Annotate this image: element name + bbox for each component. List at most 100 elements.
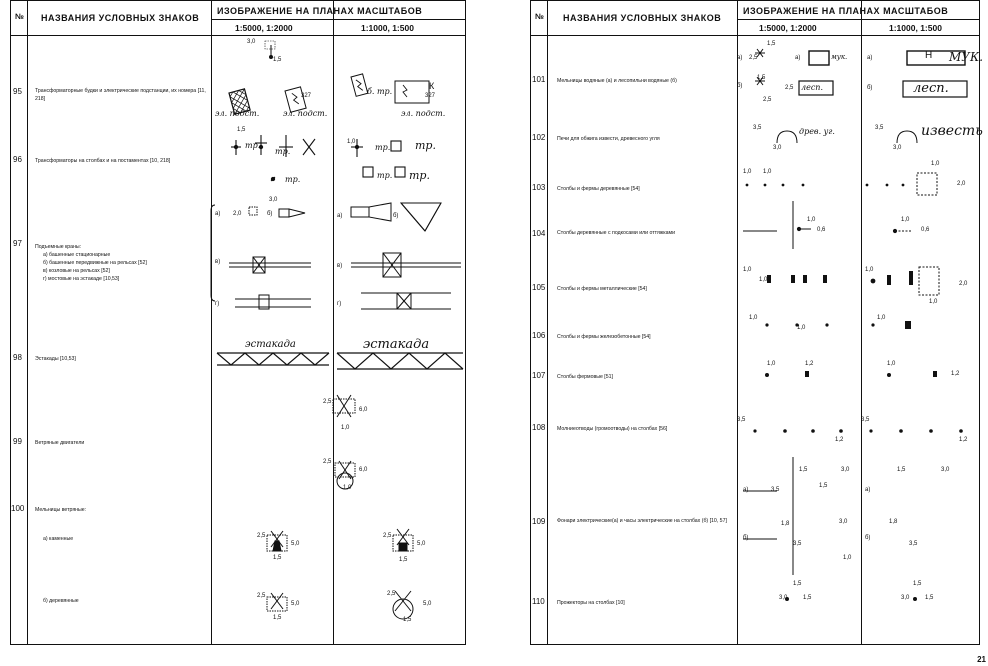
row-name: Столбы фермовые [51]	[557, 374, 613, 380]
label-v15: 1,5	[819, 483, 828, 489]
row-number: 103	[532, 183, 546, 192]
label-v10: 1,0	[901, 217, 910, 223]
row97-item-a: а) башенные стационарные	[43, 252, 111, 258]
label-v50: 5,0	[291, 541, 300, 547]
label-v30: 3,0	[941, 467, 950, 473]
scale-b-header: 1:1000, 1:500	[361, 23, 414, 33]
row-name: Ветряные двигатели	[35, 440, 85, 446]
row-number: 97	[13, 239, 22, 248]
label-v12: 1,2	[805, 361, 814, 367]
label-v10: 1,0	[341, 425, 350, 431]
row-name: Столбы и фермы деревянные [54]	[557, 186, 640, 192]
label-v35: 3,5	[875, 125, 884, 131]
label-tp: тр.	[275, 147, 291, 156]
row-number: 102	[532, 133, 546, 142]
scale-a-header: 1:5000, 1:2000	[759, 23, 817, 33]
label-b: б)	[737, 83, 743, 89]
row-name: Подъемные краны:	[35, 244, 82, 250]
row-name: Печи для обжига извести, древесного угля	[557, 136, 660, 142]
col-divider-num	[27, 1, 28, 644]
label-v50: 5,0	[417, 541, 426, 547]
label-v35: 3,5	[909, 541, 918, 547]
label-izvest: известь	[921, 123, 983, 139]
label-327a: 327	[301, 93, 312, 99]
row97-item-v: в) козловые на рельсах [52]	[43, 268, 110, 274]
label-v30: 3,0	[901, 595, 910, 601]
label-b-tr: б. тр.	[367, 87, 393, 96]
label-a: а)	[737, 55, 743, 61]
label-v: в)	[337, 263, 343, 269]
label-v10: 1,0	[763, 169, 772, 175]
row-number: 100	[11, 504, 25, 513]
label-g: г)	[337, 301, 342, 307]
label-K: К	[429, 81, 435, 91]
label-v60: 6,0	[359, 407, 368, 413]
col-divider-names	[737, 1, 738, 644]
col-divider-scales	[333, 1, 334, 644]
row-number: 109	[532, 517, 546, 526]
label-v35: 3,5	[771, 487, 780, 493]
label-v: в)	[215, 259, 221, 265]
label-muk-b: МУК.	[949, 50, 984, 64]
label-v30: 3,0	[269, 197, 278, 203]
col-num-header: №	[535, 12, 545, 21]
label-v35: 3,5	[861, 417, 870, 423]
label-v15: 1,5	[799, 467, 808, 473]
label-v15: 1,5	[273, 555, 282, 561]
col-names-header: НАЗВАНИЯ УСЛОВНЫХ ЗНАКОВ	[41, 13, 200, 23]
row-name: Трансформаторные будки и электрические п…	[35, 88, 206, 102]
row-name: Столбы и фермы металлические [54]	[557, 286, 647, 292]
right-page: № НАЗВАНИЯ УСЛОВНЫХ ЗНАКОВ ИЗОБРАЖЕНИЕ Н…	[530, 0, 984, 645]
label-v15: 1,5	[273, 57, 282, 63]
label-a: а)	[337, 213, 343, 219]
col-images-header: ИЗОБРАЖЕНИЕ НА ПЛАНАХ МАСШТАБОВ	[743, 6, 949, 16]
row-number: 99	[13, 437, 22, 446]
label-v15: 1,5	[803, 595, 812, 601]
col-divider-scales	[861, 1, 862, 644]
label-b: б)	[393, 213, 399, 219]
label-el-podst-a: эл. подст.	[215, 109, 260, 118]
label-b: б)	[267, 211, 273, 217]
label-v12: 1,2	[951, 371, 960, 377]
row-number: 106	[532, 331, 546, 340]
label-v25: 2,5	[323, 459, 332, 465]
header-divider-scales	[211, 19, 465, 20]
label-v30: 3,0	[779, 595, 788, 601]
label-b: б)	[867, 85, 873, 91]
label-estakada-b: эстакада	[363, 337, 430, 352]
label-v25: 2,5	[387, 591, 396, 597]
label-drev-ug: древ. уг.	[799, 127, 835, 136]
label-v20: 2,0	[957, 181, 966, 187]
row-name: Прожекторы на столбах [10]	[557, 600, 625, 606]
label-v50: 5,0	[291, 601, 300, 607]
label-tp: тр.	[375, 143, 391, 152]
label-muk-a: мук.	[831, 53, 848, 61]
row-number: 110	[532, 597, 545, 606]
row-name: Фонари электрические(а) и часы электриче…	[557, 518, 727, 524]
row-name: Трансформаторы на столбах и на постамент…	[35, 158, 171, 164]
label-v15: 1,5	[897, 467, 906, 473]
label-tp: тр.	[415, 139, 436, 152]
label-v30: 3,0	[841, 467, 850, 473]
label-estakada-a: эстакада	[245, 339, 296, 350]
col-divider-names	[211, 1, 212, 644]
row-number: 98	[13, 353, 22, 362]
row-number: 108	[532, 423, 546, 432]
label-b: б)	[743, 535, 749, 541]
label-b: б)	[865, 535, 871, 541]
row-number: 96	[13, 155, 22, 164]
label-v25: 2,5	[785, 85, 794, 91]
label-v35: 3,5	[737, 417, 746, 423]
row100-item-b: б) деревянные	[43, 598, 79, 604]
label-v10: 1,0	[767, 361, 776, 367]
label-v10: 1,0	[877, 315, 886, 321]
row-name: Мельницы ветряные:	[35, 507, 87, 513]
header-bottom-line	[11, 35, 465, 36]
symbols-left-art	[210, 40, 464, 620]
label-el-podst-b: эл. подст.	[283, 109, 328, 118]
label-v10: 1,0	[343, 485, 352, 491]
label-a: а)	[867, 55, 873, 61]
label-v10: 1,0	[843, 555, 852, 561]
label-el-podst-c: эл. подст.	[401, 109, 446, 118]
label-v20: 2,0	[233, 211, 242, 217]
